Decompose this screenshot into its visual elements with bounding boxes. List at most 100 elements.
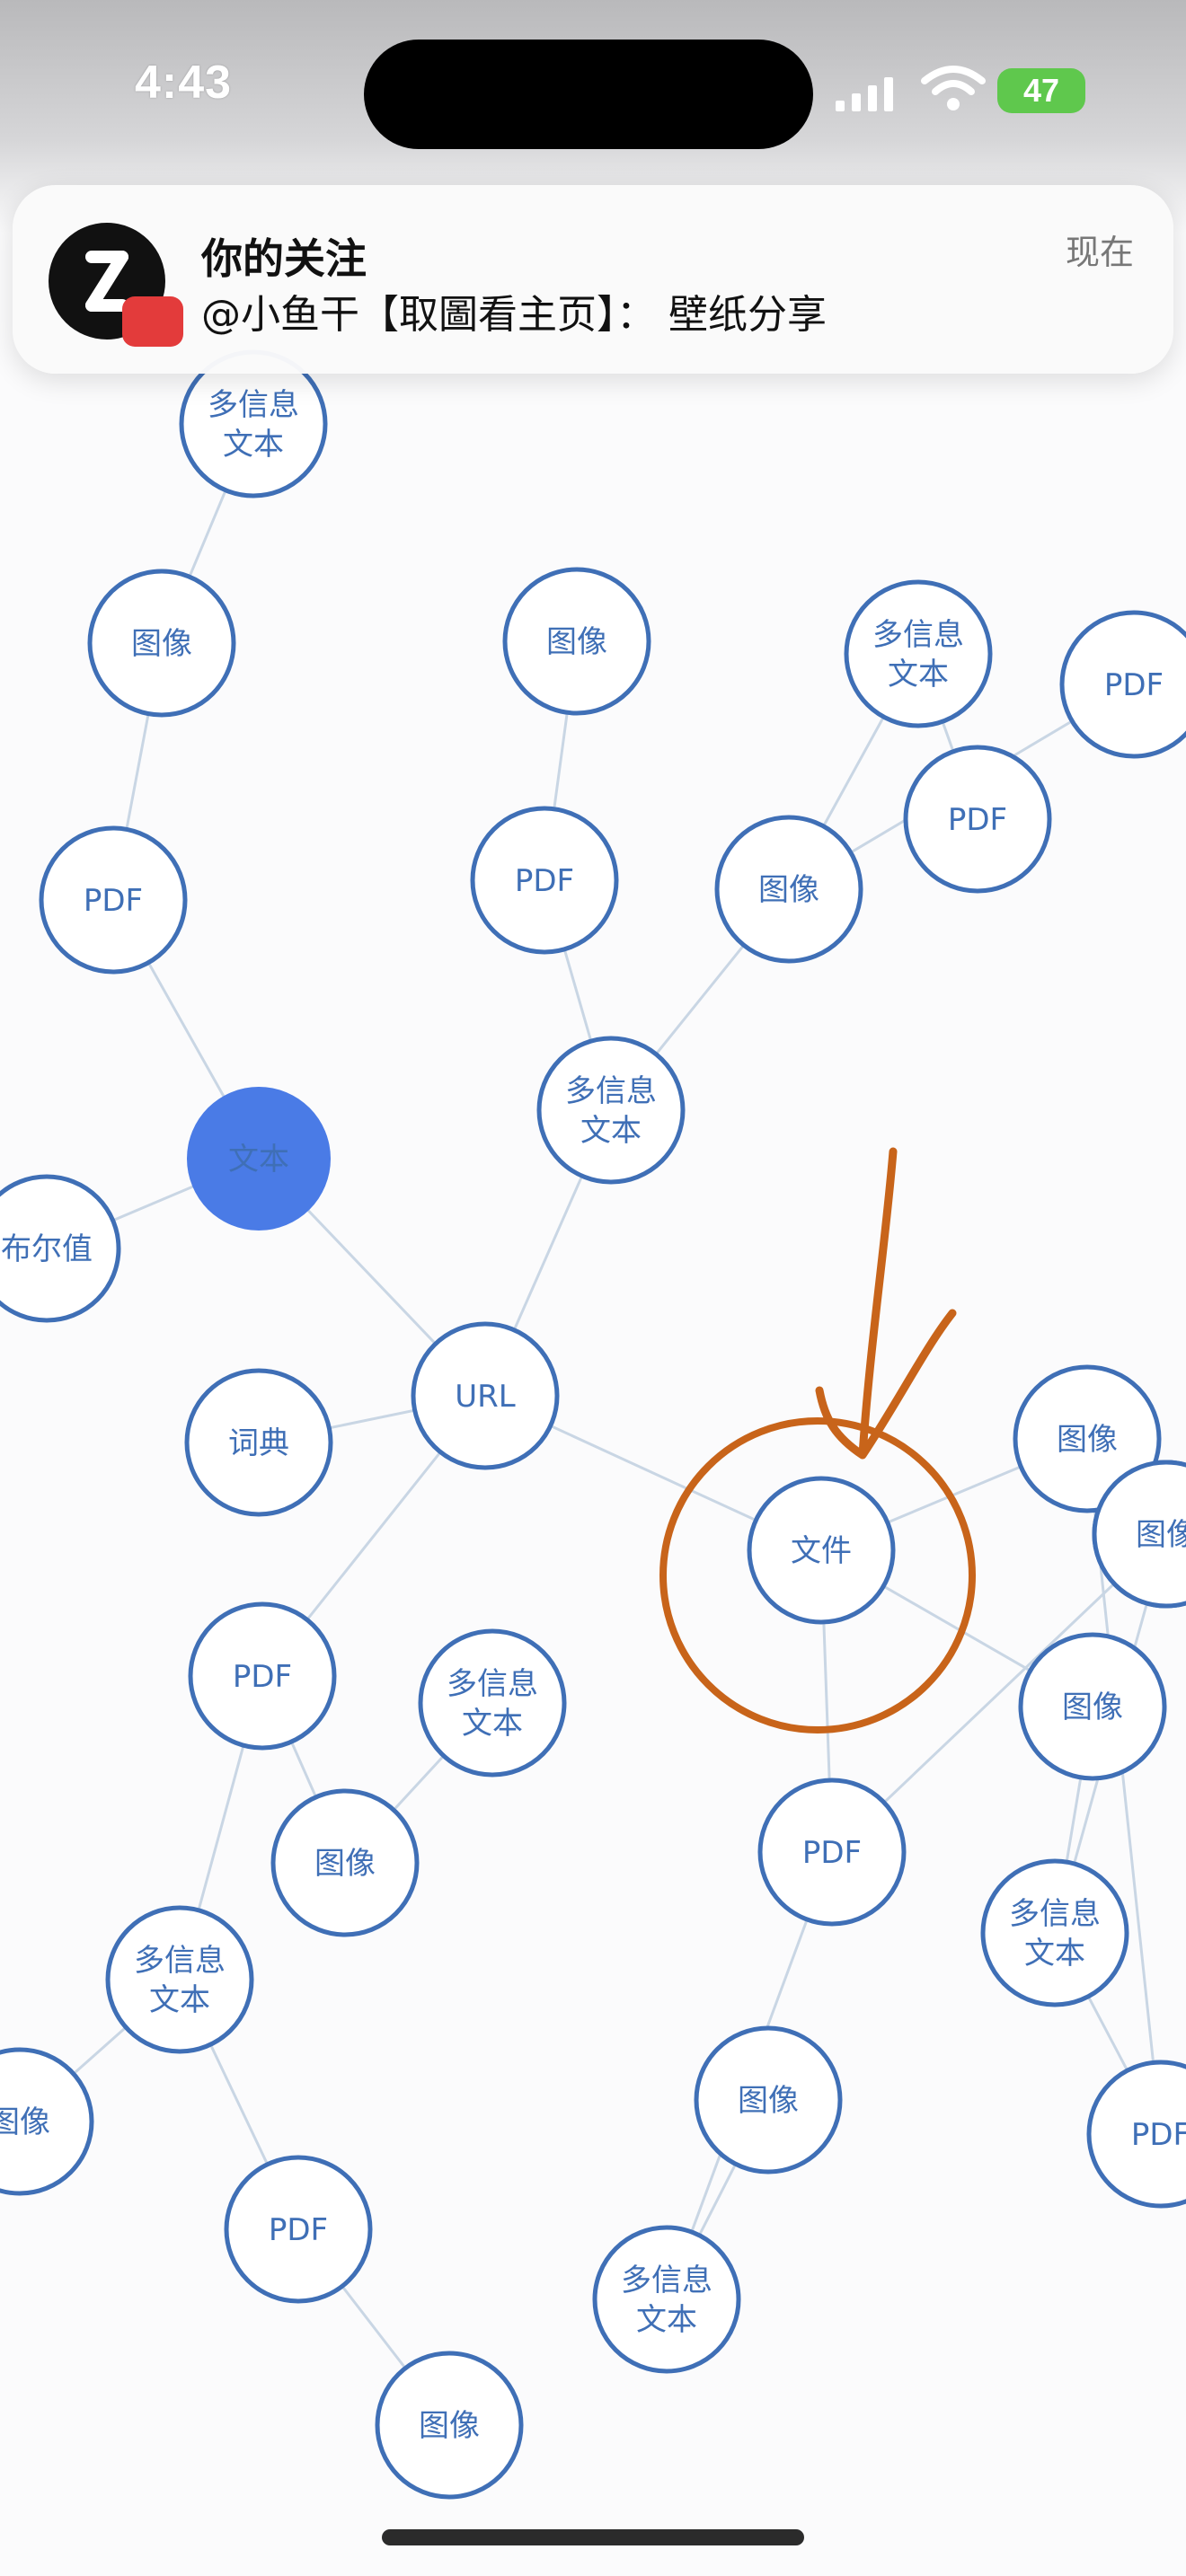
graph-node-label: 图像 <box>738 2083 799 2119</box>
graph-node[interactable]: 图像 <box>714 815 863 964</box>
graph-node-circle[interactable] <box>411 1321 560 1470</box>
graph-node[interactable]: PDF <box>1059 610 1186 759</box>
graph-node-label: 多信息 <box>1009 1896 1101 1932</box>
annotation-circle <box>659 1417 976 1734</box>
graph-node-label: 多信息 <box>447 1666 538 1702</box>
graph-node-circle[interactable] <box>375 2351 524 2500</box>
cellular-signal-icon <box>836 77 893 111</box>
graph-node-label: PDF <box>1131 2117 1186 2153</box>
graph-node-label: 文本 <box>462 1706 523 1742</box>
graph-node-circle[interactable] <box>418 1628 567 1778</box>
app-icon <box>49 223 165 340</box>
graph-node-circle[interactable] <box>179 349 328 498</box>
graph-node-circle[interactable] <box>1092 1460 1186 1609</box>
graph-node[interactable]: PDF <box>757 1778 907 1927</box>
graph-node[interactable]: 图像 <box>270 1788 420 1937</box>
graph-node-circle[interactable] <box>224 2155 373 2304</box>
graph-node-circle[interactable] <box>270 1788 420 1937</box>
graph-node[interactable]: 文件 <box>747 1476 896 1625</box>
graph-node-circle[interactable] <box>105 1905 254 2054</box>
graph-node-circle[interactable] <box>1018 1632 1167 1781</box>
graph-node[interactable]: 图像 <box>375 2351 524 2500</box>
graph-node-circle[interactable] <box>502 567 651 716</box>
status-bar: 4:43 47 <box>0 0 1186 171</box>
graph-node-label: PDF <box>515 863 574 899</box>
graph-node-label: 词典 <box>228 1425 289 1461</box>
graph-node-circle[interactable] <box>903 745 1052 894</box>
graph-node-circle[interactable] <box>1059 610 1186 759</box>
graph-node-label: 布尔值 <box>1 1231 93 1267</box>
graph-node[interactable]: PDF <box>1086 2060 1186 2209</box>
graph-node-circle[interactable] <box>87 569 236 718</box>
graph-node-label: 图像 <box>1057 1422 1118 1458</box>
graph-node[interactable]: 图像 <box>87 569 236 718</box>
graph-node-label: PDF <box>269 2212 328 2248</box>
graph-node-label: 文本 <box>888 657 949 693</box>
graph-node-circle[interactable] <box>1086 2060 1186 2209</box>
notification-banner[interactable]: 你的关注 @小鱼干【取圖看主页】： 壁纸分享 现在 <box>13 185 1173 374</box>
graph-node-label: 图像 <box>314 1846 376 1882</box>
graph-node-circle[interactable] <box>0 1174 121 1323</box>
graph-node-circle[interactable] <box>694 2025 843 2175</box>
graph-node[interactable]: PDF <box>188 1601 337 1751</box>
graph-node-circle[interactable] <box>844 579 993 728</box>
graph-node-label: 文本 <box>580 1113 642 1149</box>
graph-node[interactable]: 图像 <box>1092 1460 1186 1609</box>
graph-node-circle[interactable] <box>980 1858 1129 2007</box>
graph-node-circle[interactable] <box>714 815 863 964</box>
graph-node-label: PDF <box>802 1835 862 1871</box>
graph-node-label: PDF <box>233 1659 292 1695</box>
graph-node[interactable]: PDF <box>903 745 1052 894</box>
graph-node-label: PDF <box>84 883 143 919</box>
graph-node-circle[interactable] <box>39 825 188 975</box>
graph-node-label: URL <box>455 1379 516 1415</box>
graph-node[interactable]: URL <box>411 1321 560 1470</box>
graph-node-label: 图像 <box>0 2104 50 2140</box>
app-logo-icon <box>85 251 128 312</box>
graph-node-circle[interactable] <box>184 1368 333 1517</box>
graph-node[interactable]: 文本 <box>187 1087 331 1231</box>
graph-node-circle[interactable] <box>592 2225 741 2374</box>
graph-node[interactable]: 图像 <box>502 567 651 716</box>
graph-node[interactable]: 词典 <box>184 1368 333 1517</box>
graph-node[interactable]: 图像 <box>1018 1632 1167 1781</box>
notification-time: 现在 <box>1065 233 1134 272</box>
graph-node[interactable]: PDF <box>39 825 188 975</box>
notification-title: 你的关注 <box>201 234 367 283</box>
wifi-icon <box>921 66 986 110</box>
graph-node-label: 多信息 <box>872 617 964 653</box>
graph-node-circle[interactable] <box>188 1601 337 1751</box>
battery-indicator: 47 <box>997 68 1085 113</box>
graph-node[interactable]: 图像 <box>0 2047 94 2196</box>
graph-node-circle[interactable] <box>187 1087 331 1231</box>
graph-node-label: 多信息 <box>134 1943 226 1979</box>
graph-node-circle[interactable] <box>747 1476 896 1625</box>
graph-node[interactable]: PDF <box>470 806 619 955</box>
graph-node-circle[interactable] <box>0 2047 94 2196</box>
graph-node[interactable]: 布尔值 <box>0 1174 121 1323</box>
graph-node-circle[interactable] <box>757 1778 907 1927</box>
hand-drawn-annotation <box>659 1147 976 1734</box>
graph-node-label: 文本 <box>228 1142 289 1178</box>
graph-node-circle[interactable] <box>470 806 619 955</box>
graph-node[interactable]: PDF <box>224 2155 373 2304</box>
graph-node-label: PDF <box>948 802 1007 838</box>
graph-node-label: 文件 <box>791 1533 852 1569</box>
graph-node-label: 图像 <box>1062 1689 1123 1725</box>
graph-node[interactable]: 图像 <box>694 2025 843 2175</box>
home-indicator[interactable] <box>382 2529 804 2545</box>
graph-node-label: 文本 <box>149 1982 210 2018</box>
graph-node-circle[interactable] <box>536 1036 686 1185</box>
app-badge-icon <box>122 296 183 347</box>
dynamic-island <box>364 40 813 149</box>
clock: 4:43 <box>135 57 233 109</box>
